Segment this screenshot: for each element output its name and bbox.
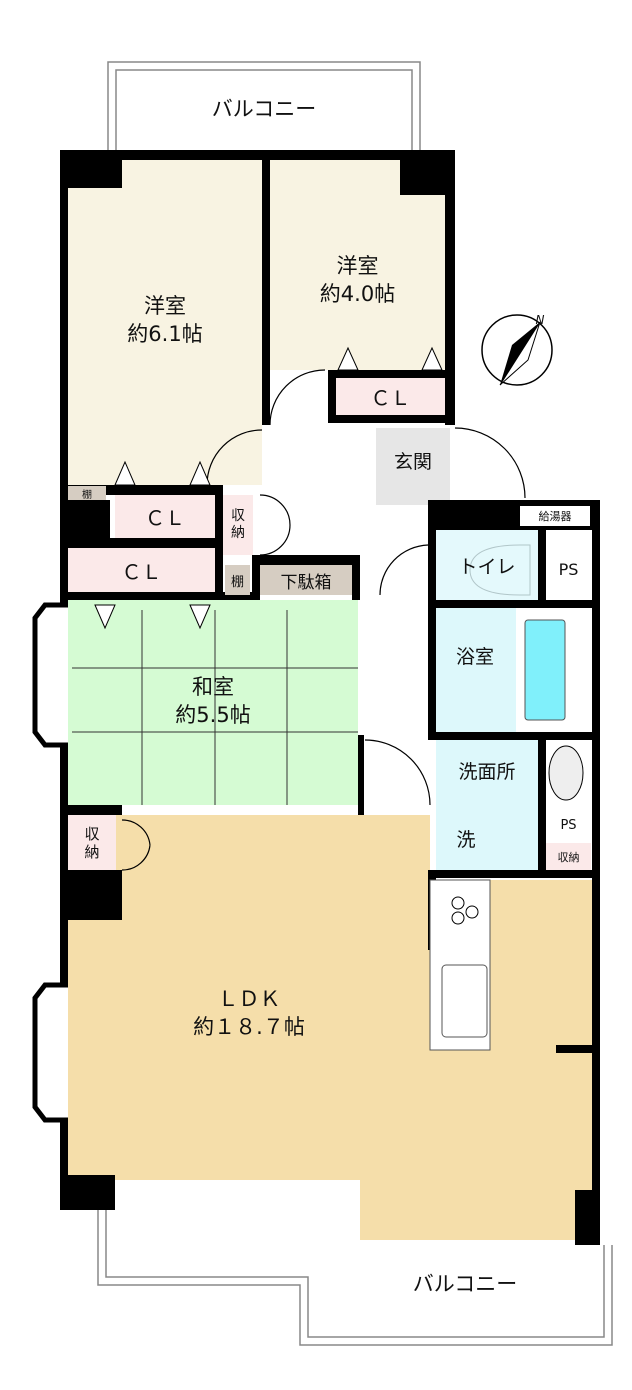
balcony-top-label: バルコニー [211, 97, 317, 121]
washroom-floor [436, 740, 538, 870]
japanese-floor [68, 600, 358, 805]
closet-japanese: ＣＬ [68, 548, 215, 592]
entrance-label: 玄関 [393, 451, 432, 473]
compass-north-label: N [535, 313, 545, 327]
wash-basin [548, 745, 584, 801]
water-heater: 給湯器 [520, 506, 590, 526]
western1-label: 洋室約6.1帖 [127, 294, 203, 347]
storage-hall: 収 納 [223, 495, 253, 555]
closet-western2: ＣＬ [336, 378, 445, 415]
balcony-bottom-label: バルコニー [412, 1272, 518, 1296]
storage-washroom: 収納 [546, 843, 591, 870]
japanese-label: 和室約5.5帖 [175, 675, 251, 728]
ps-toilet: PS [546, 538, 591, 600]
laundry-label: 洗 [456, 829, 476, 851]
storage-ldk: 収 納 [68, 815, 116, 870]
bay-window-japanese [32, 602, 68, 748]
bath-label: 浴室 [455, 646, 494, 668]
shelf-hall: 棚 [225, 565, 250, 595]
bay-window-ldk [32, 982, 68, 1123]
western1-floor [68, 160, 262, 485]
entrance-floor [376, 428, 450, 505]
ps-washroom: PS [546, 815, 591, 835]
closet-western1: ＣＬ [115, 495, 215, 538]
shelf-western1: 棚 [68, 486, 106, 501]
western2-label: 洋室約4.0帖 [319, 254, 396, 307]
shoe-box: 下駄箱 [260, 565, 352, 595]
bathtub [524, 619, 566, 721]
toilet: トイレ [436, 530, 538, 600]
compass [481, 314, 553, 386]
washroom-label: 洗面所 [458, 761, 516, 783]
bath-floor [436, 608, 516, 732]
balcony-top-outline [107, 61, 421, 152]
balcony-bottom-outline [97, 1210, 613, 1346]
